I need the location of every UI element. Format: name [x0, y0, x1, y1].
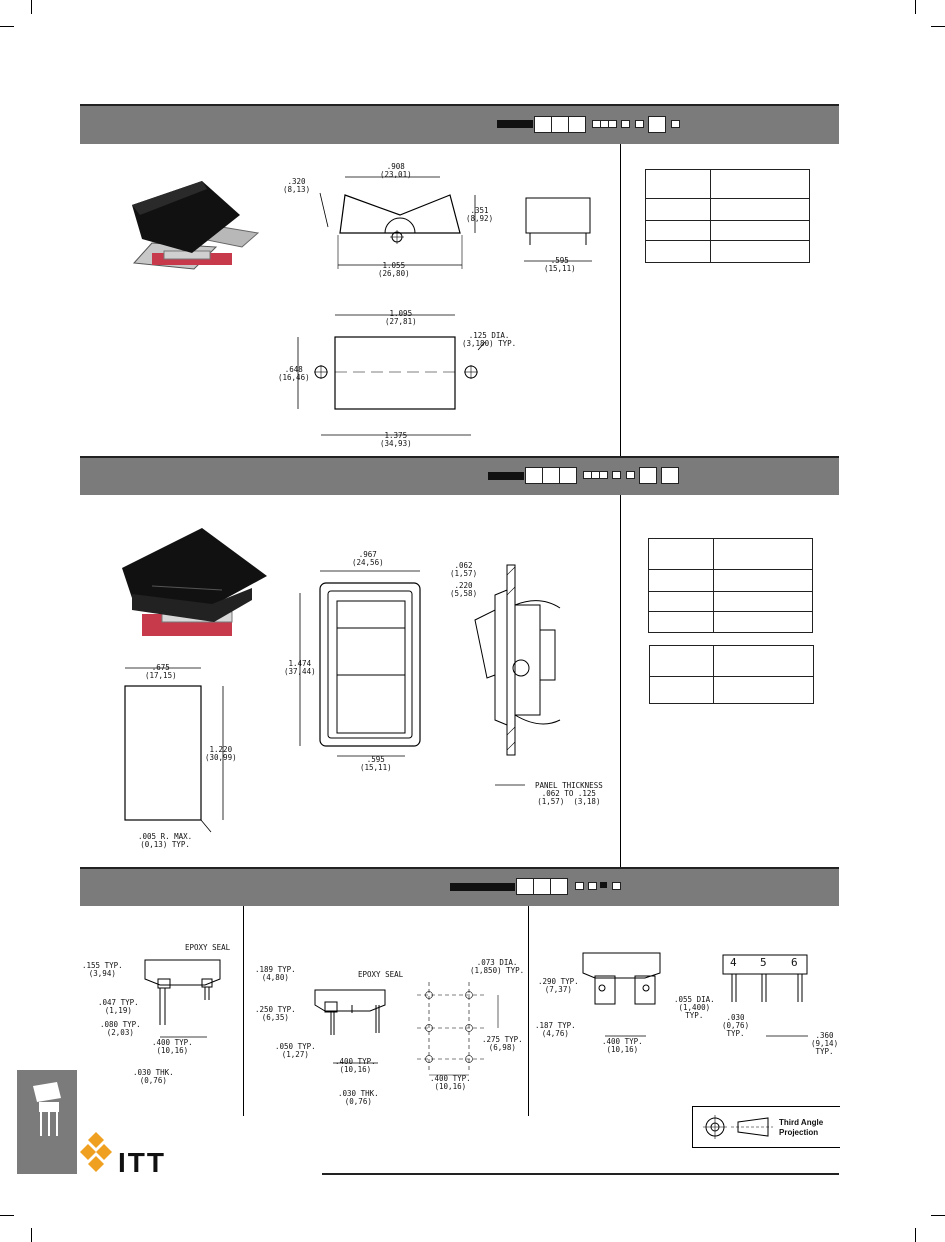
third-angle-projection-icon: [703, 1115, 773, 1139]
switch-end-view: [524, 197, 592, 262]
dim-label: .908 (23,01): [380, 162, 412, 179]
rocker-switch-photo: [132, 181, 260, 270]
terminal-end-view: [722, 954, 808, 1037]
dim-label: EPOXY SEAL: [185, 943, 231, 952]
dim-label: .967 (24,56): [352, 550, 384, 567]
dim-label: .125 DIA. (3,180) TYP.: [462, 331, 517, 348]
section3-divider: [243, 906, 244, 1116]
dim-label: 1.375 (34,93): [380, 431, 412, 448]
dim-label: .400 TYP. (10,16): [430, 1074, 471, 1091]
section1-header-band: [80, 104, 839, 144]
dim-label: .062 (1,57): [450, 561, 478, 578]
footer-rule: [322, 1173, 839, 1175]
dim-label: .005 R. MAX. (0,13) TYP.: [138, 832, 193, 849]
projection-box: Third Angle Projection: [692, 1106, 840, 1148]
dim-label: .250 TYP. (6,35): [255, 1005, 296, 1022]
dim-label: .047 TYP. (1,19): [98, 998, 139, 1015]
crop-mark: [0, 26, 14, 27]
brand-name: ITT: [118, 1147, 166, 1178]
dim-label: .189 TYP. (4,80): [255, 965, 296, 982]
spec-table: [648, 538, 813, 633]
dim-label: .595 (15,11): [544, 256, 576, 273]
dim-label: .275 TYP. (6,98): [482, 1035, 523, 1052]
pcb-hole-pattern: [417, 982, 499, 1076]
dim-label: .400 TYP. (10,16): [152, 1038, 193, 1055]
section1-divider: [620, 144, 621, 456]
crop-mark: [915, 0, 916, 14]
projection-label: Projection: [779, 1128, 819, 1137]
terminal-drawing: [582, 952, 661, 1037]
crop-mark: [31, 1228, 32, 1242]
section2-header-band: [80, 456, 839, 495]
projection-label: Third Angle: [779, 1118, 824, 1127]
spec-table: [649, 645, 814, 704]
section3-divider: [528, 906, 529, 1116]
crop-mark: [931, 26, 945, 27]
dim-label: 1.095 (27,81): [385, 309, 417, 326]
dim-label: .220 (5,58): [450, 581, 478, 598]
dim-label: .648 (16,46): [278, 365, 310, 382]
crop-mark: [915, 1228, 916, 1242]
dim-label: .050 TYP. (1,27): [275, 1042, 316, 1059]
spec-table: [645, 169, 810, 263]
dim-label: .595 (15,11): [360, 755, 392, 772]
dim-label: .290 TYP. (7,37): [538, 977, 579, 994]
rocker-switch-photo: [122, 528, 267, 636]
terminal-number: 5: [760, 956, 767, 969]
dim-label: 1.474 (37,44): [284, 659, 316, 676]
panel-cutout-drawing: [124, 667, 224, 833]
dim-label: .030 THK. (0,76): [133, 1068, 174, 1085]
crop-mark: [931, 1215, 945, 1216]
terminal-number: 4: [730, 956, 737, 969]
rocker-switch-icon: [33, 1082, 61, 1136]
crop-mark: [0, 1215, 14, 1216]
dim-label: .400 TYP. (10,16): [335, 1057, 376, 1074]
dim-label: .360 (9,14) TYP.: [811, 1031, 839, 1056]
section3-header-band: [80, 867, 839, 906]
dim-label: .400 TYP. (10,16): [602, 1037, 643, 1054]
dim-label: .320 (8,13): [283, 177, 311, 194]
dim-label: .351 (8,92): [466, 206, 494, 223]
dim-label: 1.220 (30,99): [205, 745, 237, 762]
section2-divider: [620, 495, 621, 867]
terminal-drawing: [144, 959, 221, 1038]
panel-mount-side-view: [474, 564, 561, 786]
dim-label: .073 DIA. (1,850) TYP.: [470, 958, 525, 975]
crop-mark: [31, 0, 32, 14]
dim-label: .675 (17,15): [145, 663, 177, 680]
dim-label: .187 TYP. (4,76): [535, 1021, 576, 1038]
dim-label: 1.055 (26,80): [378, 261, 410, 278]
dim-label: PANEL THICKNESS .062 TO .125 (1,57) (3,1…: [535, 781, 603, 806]
dim-label: EPOXY SEAL: [358, 970, 404, 979]
dim-label: .030 (0,76) TYP.: [722, 1013, 750, 1038]
panel-cutout-drawing: [297, 314, 486, 436]
dim-label: .155 TYP. (3,94): [82, 961, 123, 978]
dim-label: .030 THK. (0,76): [338, 1089, 379, 1106]
product-category-tab: [17, 1070, 77, 1174]
terminal-drawing: [314, 989, 386, 1064]
terminal-number: 6: [791, 956, 798, 969]
itt-logo-icon: [80, 1132, 112, 1172]
dim-label: .055 DIA. (1,400) TYP.: [674, 995, 715, 1020]
bezel-front-view: [299, 570, 421, 757]
rocker-side-view: [319, 176, 476, 269]
dim-label: .080 TYP. (2,03): [100, 1020, 141, 1037]
